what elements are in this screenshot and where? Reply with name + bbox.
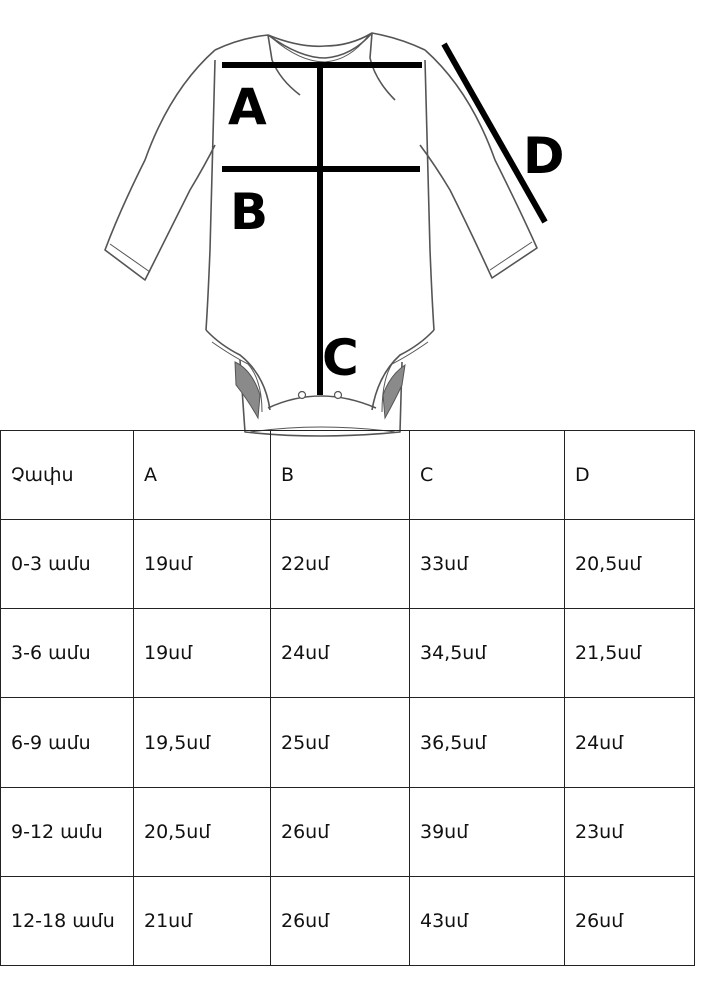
table-cell: 21,5սմ — [564, 608, 695, 699]
header-size: Չափս — [0, 429, 134, 521]
header-a: A — [133, 429, 271, 521]
table-row: 0-3 ամս 19սմ 22սմ 33սմ 20,5սմ — [0, 519, 695, 610]
table-cell: 6-9 ամս — [0, 697, 134, 788]
table-cell: 39սմ — [409, 786, 565, 877]
label-b: B — [230, 183, 268, 241]
table-cell: 12-18 ամս — [0, 875, 134, 967]
snap-buttons — [297, 390, 343, 400]
bodysuit-measurement-diagram: A B C D — [0, 0, 707, 440]
table-cell: 24սմ — [564, 697, 695, 788]
table-cell: 24սմ — [270, 608, 410, 699]
table-cell: 25սմ — [270, 697, 410, 788]
table-header-row: Չափս A B C D — [0, 429, 695, 521]
measure-lines — [222, 42, 548, 395]
bodysuit-drawing: A B C D — [104, 32, 565, 437]
header-d: D — [564, 429, 695, 521]
label-a: A — [228, 78, 267, 136]
header-c: C — [409, 429, 565, 521]
table-cell: 43սմ — [409, 875, 565, 967]
table-cell: 26սմ — [270, 875, 410, 967]
label-d: D — [523, 127, 565, 185]
table-cell: 34,5սմ — [409, 608, 565, 699]
table-row: 6-9 ամս 19,5սմ 25սմ 36,5սմ 24սմ — [0, 697, 695, 788]
table-cell: 36,5սմ — [409, 697, 565, 788]
gusset-shading — [234, 361, 406, 420]
table-cell: 3-6 ամս — [0, 608, 134, 699]
table-cell: 0-3 ամս — [0, 519, 134, 610]
table-cell: 22սմ — [270, 519, 410, 610]
table-cell: 20,5սմ — [564, 519, 695, 610]
measure-line-d — [441, 42, 548, 224]
table-cell: 19սմ — [133, 519, 271, 610]
table-cell: 26սմ — [564, 875, 695, 967]
table-row: 12-18 ամս 21սմ 26սմ 43սմ 26սմ — [0, 875, 695, 967]
table-cell: 19սմ — [133, 608, 271, 699]
table-cell: 19,5սմ — [133, 697, 271, 788]
table-row: 9-12 ամս 20,5սմ 26սմ 39սմ 23սմ — [0, 786, 695, 877]
label-c: C — [322, 329, 359, 387]
table-row: 3-6 ամս 19սմ 24սմ 34,5սմ 21,5սմ — [0, 608, 695, 699]
table-cell: 26սմ — [270, 786, 410, 877]
table-cell: 20,5սմ — [133, 786, 271, 877]
header-b: B — [270, 429, 410, 521]
table-cell: 23սմ — [564, 786, 695, 877]
table-cell: 9-12 ամս — [0, 786, 134, 877]
table-cell: 21սմ — [133, 875, 271, 967]
size-table: Չափս A B C D 0-3 ամս 19սմ 22սմ 33սմ 20,5… — [0, 429, 695, 967]
table-cell: 33սմ — [409, 519, 565, 610]
bodysuit-outline — [104, 32, 538, 437]
